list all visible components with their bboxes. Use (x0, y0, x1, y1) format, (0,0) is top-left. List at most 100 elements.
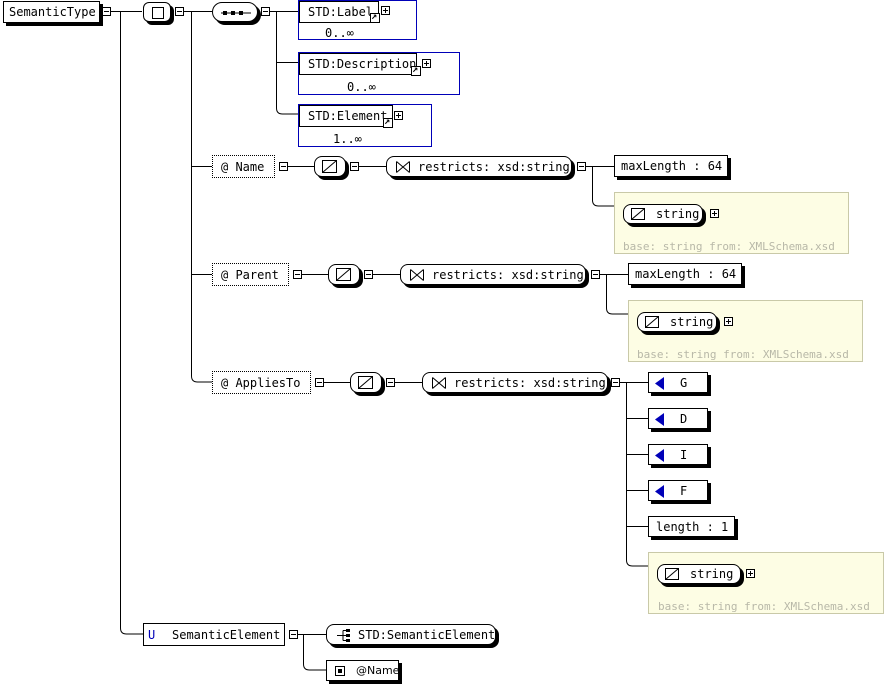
enumeration-icon (655, 449, 664, 462)
expand-plus-icon[interactable] (422, 59, 431, 68)
expand-plus-icon[interactable] (710, 209, 719, 218)
enumeration-d: D (648, 408, 708, 429)
restriction-label: restricts: xsd:string (418, 160, 570, 174)
expand-minus-icon[interactable] (261, 7, 270, 16)
expand-minus-icon[interactable] (611, 378, 620, 387)
attribute-name[interactable]: @ Name (212, 155, 275, 178)
base-type-node[interactable]: string (657, 564, 741, 584)
simple-type-node[interactable] (350, 372, 382, 393)
compositor-node[interactable] (143, 2, 171, 22)
restriction-label: restricts: xsd:string (454, 376, 606, 390)
expand-minus-icon[interactable] (350, 162, 359, 171)
element-name-box: STD:Description (299, 53, 417, 75)
expand-minus-icon[interactable] (175, 7, 184, 16)
element-std-description[interactable]: STD:Description 0..∞ (298, 52, 460, 95)
selector-icon (337, 629, 350, 642)
facet-length: length : 1 (648, 516, 735, 537)
enumeration-icon (655, 485, 664, 498)
element-name-box: STD:Element (299, 105, 393, 127)
base-type-node[interactable]: string (623, 204, 703, 224)
base-type-panel: string base: string from: XMLSchema.xsd (628, 300, 863, 362)
base-type-node[interactable]: string (637, 312, 717, 332)
base-type-label: string (656, 207, 700, 221)
enumeration-value: F (680, 484, 688, 498)
occurrence-label: 0..∞ (347, 80, 376, 94)
simple-type-node[interactable] (314, 156, 346, 177)
field-node[interactable]: @Name (326, 660, 399, 681)
restriction-icon (410, 269, 424, 281)
expand-plus-icon[interactable] (746, 569, 755, 578)
base-note: base: string from: XMLSchema.xsd (637, 348, 849, 361)
enumeration-value: D (680, 412, 688, 426)
restriction-icon (396, 161, 410, 173)
unique-marker: U (148, 628, 156, 642)
facet-maxlength: maxLength : 64 (614, 155, 728, 177)
expand-plus-icon[interactable] (381, 6, 390, 15)
expand-minus-icon[interactable] (293, 270, 302, 279)
element-name-box: STD:Label (299, 1, 379, 23)
facet-maxlength: maxLength : 64 (628, 263, 742, 285)
element-label: STD:Label (308, 5, 374, 19)
simple-type-icon (336, 268, 351, 281)
attribute-parent[interactable]: @ Parent (212, 263, 289, 286)
occurrence-label: 1..∞ (333, 132, 362, 146)
base-type-label: string (690, 567, 734, 581)
reference-arrow-icon (383, 116, 393, 128)
expand-minus-icon[interactable] (279, 162, 288, 171)
base-type-panel: string base: string from: XMLSchema.xsd (614, 192, 849, 254)
field-icon (335, 666, 345, 676)
attribute-label: @ AppliesTo (221, 376, 301, 390)
facet-label: length : 1 (656, 520, 729, 534)
expand-plus-icon[interactable] (394, 111, 403, 120)
enumeration-value: G (680, 376, 688, 390)
element-label: STD:Element (308, 109, 388, 123)
element-std-label[interactable]: STD:Label 0..∞ (298, 0, 417, 40)
restriction-label: restricts: xsd:string (432, 268, 584, 282)
root-label: SemanticType (9, 5, 96, 19)
simple-type-icon (645, 316, 659, 328)
simple-type-icon (665, 568, 679, 580)
enumeration-f: F (648, 480, 708, 501)
base-type-label: string (670, 315, 714, 329)
sequence-node[interactable] (212, 2, 258, 22)
attribute-appliesto[interactable]: @ AppliesTo (212, 371, 311, 394)
enumeration-g: G (648, 372, 708, 393)
expand-minus-icon[interactable] (289, 630, 298, 639)
unique-label: SemanticElement (172, 628, 281, 642)
base-type-panel: string base: string from: XMLSchema.xsd (648, 552, 884, 614)
restriction-node[interactable]: restricts: xsd:string (422, 372, 608, 393)
reference-arrow-icon (411, 64, 421, 76)
attribute-label: @ Name (221, 160, 265, 174)
reference-arrow-icon (370, 11, 380, 23)
restriction-node[interactable]: restricts: xsd:string (400, 264, 586, 285)
field-label: @Name (356, 664, 400, 677)
simple-type-icon (322, 160, 337, 173)
enumeration-value: I (680, 448, 688, 462)
simple-type-node[interactable] (328, 264, 360, 285)
base-note: base: string from: XMLSchema.xsd (658, 600, 870, 613)
root-element[interactable]: SemanticType (3, 1, 100, 23)
expand-minus-icon[interactable] (577, 162, 586, 171)
expand-minus-icon[interactable] (386, 378, 395, 387)
element-std-element[interactable]: STD:Element 1..∞ (298, 104, 432, 147)
enumeration-icon (655, 413, 664, 426)
occurrence-label: 0..∞ (325, 26, 354, 40)
expand-minus-icon[interactable] (591, 270, 600, 279)
selector-node[interactable]: STD:SemanticElement (326, 624, 496, 645)
restriction-node[interactable]: restricts: xsd:string (386, 156, 572, 177)
element-label: STD:Description (308, 57, 417, 71)
expand-minus-icon[interactable] (315, 378, 324, 387)
expand-minus-icon[interactable] (102, 7, 111, 16)
expand-minus-icon[interactable] (364, 270, 373, 279)
enumeration-icon (655, 377, 664, 390)
sequence-icon (221, 11, 251, 15)
simple-type-icon (631, 208, 645, 220)
expand-plus-icon[interactable] (724, 317, 733, 326)
facet-label: maxLength : 64 (635, 267, 737, 281)
simple-type-icon (358, 376, 373, 389)
restriction-icon (432, 377, 446, 389)
enumeration-i: I (648, 444, 708, 465)
facet-label: maxLength : 64 (621, 159, 723, 173)
unique-constraint[interactable]: U SemanticElement (143, 623, 285, 646)
